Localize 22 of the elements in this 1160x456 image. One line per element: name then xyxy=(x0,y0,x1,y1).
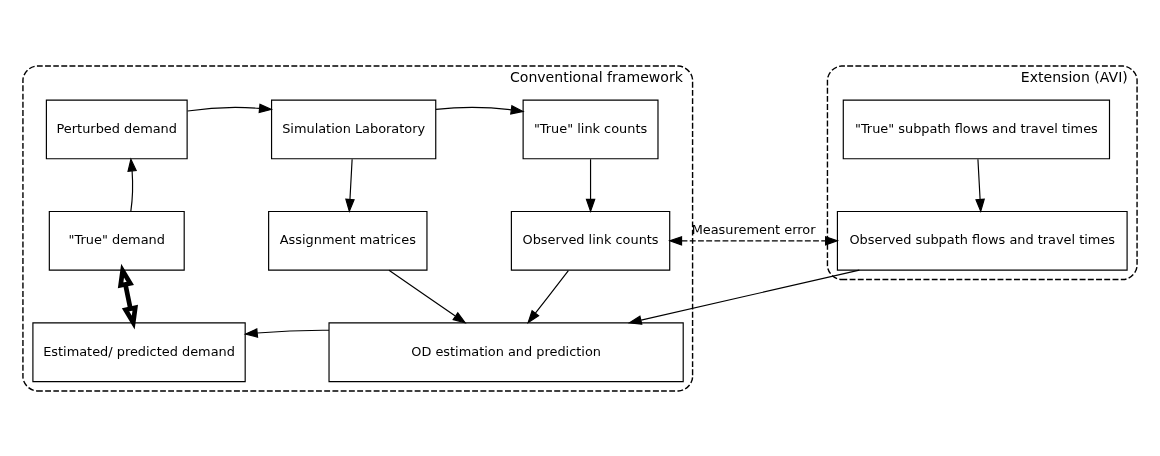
node-box: Perturbed demand xyxy=(45,99,188,159)
node-box: OD estimation and prediction xyxy=(328,321,684,382)
node-box: Observed subpath flows and travel times xyxy=(836,210,1128,271)
node-box: Estimated/ predicted demand xyxy=(32,321,246,382)
node-box: "True" demand xyxy=(48,210,185,271)
node-box: Observed link counts xyxy=(510,210,671,271)
node-box: "True" subpath flows and travel times xyxy=(842,99,1111,159)
edge-label: Measurement error xyxy=(691,221,816,237)
node-box: Assignment matrices xyxy=(268,210,428,271)
arrow xyxy=(527,269,569,324)
arrow xyxy=(345,158,355,213)
node-box: "True" link counts xyxy=(522,99,659,159)
arrow xyxy=(127,156,138,212)
arrow xyxy=(668,235,840,246)
arrow xyxy=(243,327,330,338)
arrow xyxy=(186,102,273,113)
arrow xyxy=(975,158,985,213)
arrow xyxy=(585,158,596,213)
arrow xyxy=(388,269,467,324)
arrow xyxy=(435,104,525,115)
arrow xyxy=(117,263,138,330)
node-box: Simulation Laboratory xyxy=(270,99,437,159)
